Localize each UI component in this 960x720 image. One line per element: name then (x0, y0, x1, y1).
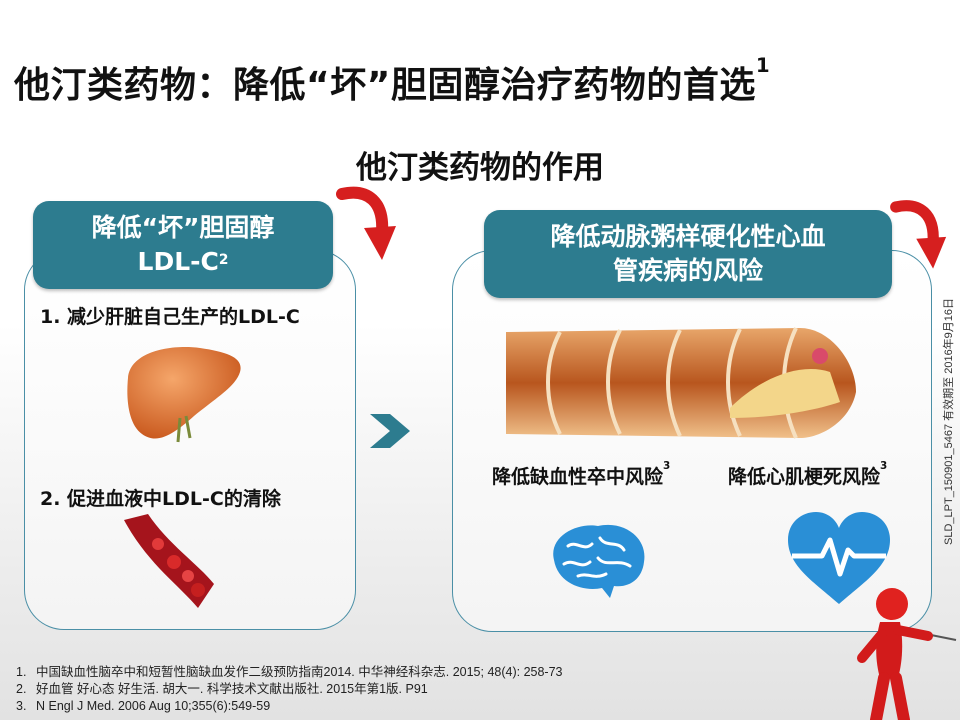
red-arrow-icon (890, 200, 947, 269)
right-header-line1: 降低动脉粥样硬化性心血 (550, 222, 826, 251)
artery-icon (506, 327, 856, 439)
right-panel-header: 降低动脉粥样硬化性心血 管疾病的风险 (484, 210, 892, 298)
section-subtitle: 他汀类药物的作用 (356, 150, 604, 186)
blood-vessel-icon (124, 514, 214, 608)
page-title: 他汀类药物：降低“坏”胆固醇治疗药物的首选1 (14, 54, 771, 106)
red-arrow-icon (336, 186, 396, 260)
reference-item: 2.好血管 好心态 好生活. 胡大一. 科学技术文献出版社. 2015年第1版.… (16, 682, 428, 696)
chevron-right-icon (370, 414, 410, 448)
left-header-line2: LDL-C2 (137, 247, 229, 276)
brain-icon (553, 524, 645, 598)
reference-item: 3.N Engl J Med. 2006 Aug 10;355(6):549-5… (16, 699, 271, 713)
heart-pulse-icon (788, 512, 890, 604)
reference-item: 1.中国缺血性脑卒中和短暂性脑缺血发作二级预防指南2014. 中华神经科杂志. … (16, 665, 563, 679)
liver-icon (127, 347, 241, 443)
left-panel-header: 降低“坏”胆固醇 LDL-C2 (33, 201, 333, 289)
left-item-2: 2. 促进血液中LDL-C的清除 (40, 488, 281, 510)
right-header-line2: 管疾病的风险 (612, 256, 763, 285)
red-figure-icon (857, 588, 957, 720)
left-item-1: 1. 减少肝脏自己生产的LDL-C (40, 306, 300, 328)
left-header-line1: 降低“坏”胆固醇 (91, 213, 275, 242)
risk-stroke: 降低缺血性卒中风险3 (492, 460, 671, 488)
risk-mi: 降低心肌梗死风险3 (728, 460, 888, 488)
side-document-code: SLD_LPT_150901_5467 有效期至 2016年9月16日 (943, 297, 955, 545)
references: 1.中国缺血性脑卒中和短暂性脑缺血发作二级预防指南2014. 中华神经科杂志. … (16, 664, 563, 715)
